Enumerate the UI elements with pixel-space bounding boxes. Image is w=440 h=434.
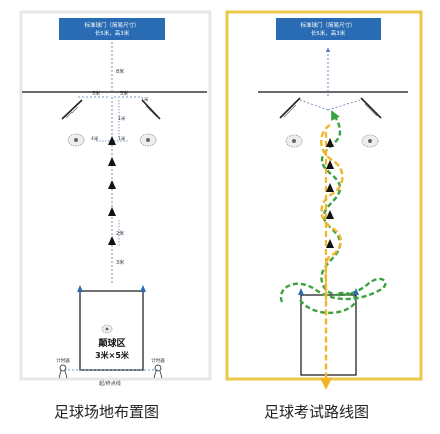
running-route [320,123,344,380]
cone-icon [326,160,334,169]
right-hurdle-board [360,97,382,119]
cone-icon [326,138,334,147]
dim-label-3m: 3米 [116,259,124,266]
dribble-area-size: 3米×5米 [95,350,130,360]
dim-label-4m: 4米 [91,135,99,142]
timer-icon [58,364,68,379]
shot-path-left [299,99,329,111]
soccer-ball-icon [139,133,157,147]
cone-icon [326,183,334,192]
dim-label-5m-left: 5米 [92,90,100,97]
cone-icon [140,285,146,292]
left-goal-size: 长5米，高3米 [95,29,130,37]
dim-label-1m-lower: 1米 [118,135,126,142]
soccer-ball-icon [285,134,303,148]
left-hurdle-board [61,99,83,120]
left-hurdle-board [279,97,301,119]
dribble-area [300,294,357,376]
right-caption: 足球考试路线图 [264,403,370,421]
timer-left-label: 计时器 [56,357,70,364]
right-hurdle-board [141,99,161,120]
cone-icon [108,180,116,189]
right-goal [276,18,381,40]
left-caption: 足球场地布置图 [54,403,160,421]
dim-label-1m-side: 1米 [118,115,126,122]
right-panel: 标准球门（简易尺寸） 长5米，高3米 [225,10,423,390]
left-panel-border [19,10,212,381]
dim-label-5m-right: 5米 [120,90,128,97]
soccer-ball-icon [67,133,85,147]
start-finish-label: 起/终点线 [99,380,121,387]
cone-icon [77,285,83,292]
cone-icon [108,207,116,216]
soccer-ball-icon [361,134,379,148]
dribble-area-title: 颠球区 [98,337,125,349]
timer-right-label: 计时器 [151,357,165,364]
right-goal-title: 标准球门（简易尺寸） [300,21,355,29]
soccer-ball-icon [101,324,113,334]
right-panel-border [225,10,423,381]
cone-icon [353,288,359,295]
cone-icon [326,239,334,248]
dim-label-1m-top: 1米 [141,96,149,103]
timer-icon [153,364,163,379]
cone-icon [108,157,116,166]
left-panel: 标准球门（简易尺寸） 长5米，高3米 8米 5米 5米 1米 [19,10,212,387]
cone-icon [108,136,116,145]
shot-path-right [327,99,361,111]
right-goal-size: 长5米，高3米 [311,29,346,37]
cone-icon [108,236,116,245]
dim-label-8m: 8米 [116,68,124,75]
cone-icon [298,288,304,295]
dribble-route-loop [299,291,357,314]
left-goal [59,18,165,40]
arrow-head-icon [320,378,332,390]
cone-icon [326,210,334,219]
dim-label-2m: 2米 [116,230,124,237]
left-goal-title: 标准球门（简易尺寸） [84,21,139,29]
